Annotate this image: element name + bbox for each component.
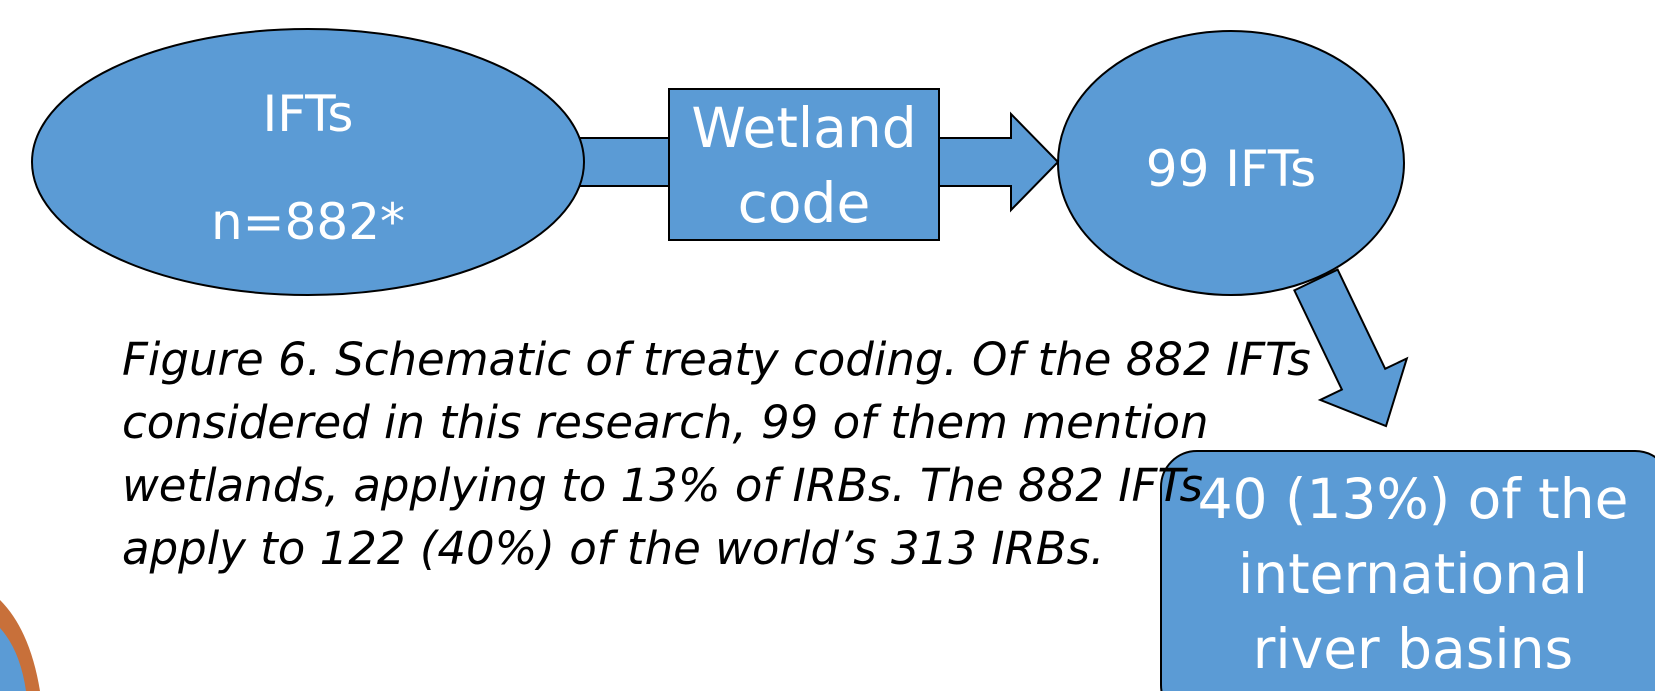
ifts-99-label: 99 IFTs — [1146, 140, 1316, 198]
caption-line: apply to 122 (40%) of the world’s 313 IR… — [122, 522, 1105, 575]
ifts-ellipse — [31, 28, 585, 296]
corner-accent-blue — [0, 628, 26, 691]
basins-box — [1160, 450, 1655, 691]
caption-line: Figure 6. Schematic of treaty coding. Of… — [122, 333, 1311, 386]
ifts-ellipse-title: IFTs — [263, 85, 354, 143]
caption-line: wetlands, applying to 13% of IRBs. The 8… — [122, 459, 1203, 512]
ifts-ellipse-count: n=882* — [211, 193, 405, 251]
wetland-code-box — [668, 88, 940, 241]
basins-line2: international — [1238, 542, 1588, 606]
caption-line: considered in this research, 99 of them … — [122, 396, 1209, 449]
figure-caption: Figure 6. Schematic of treaty coding. Of… — [122, 328, 1311, 580]
basins-line3: river basins — [1253, 617, 1573, 681]
ifts-99-ellipse — [1057, 30, 1405, 296]
wetland-code-line1: Wetland — [691, 96, 916, 160]
basins-line1: 40 (13%) of the — [1198, 467, 1629, 531]
arrow-to-basins — [1293, 268, 1409, 428]
arrow-to-99-ifts — [938, 111, 1060, 213]
wetland-code-line2: code — [738, 171, 871, 235]
